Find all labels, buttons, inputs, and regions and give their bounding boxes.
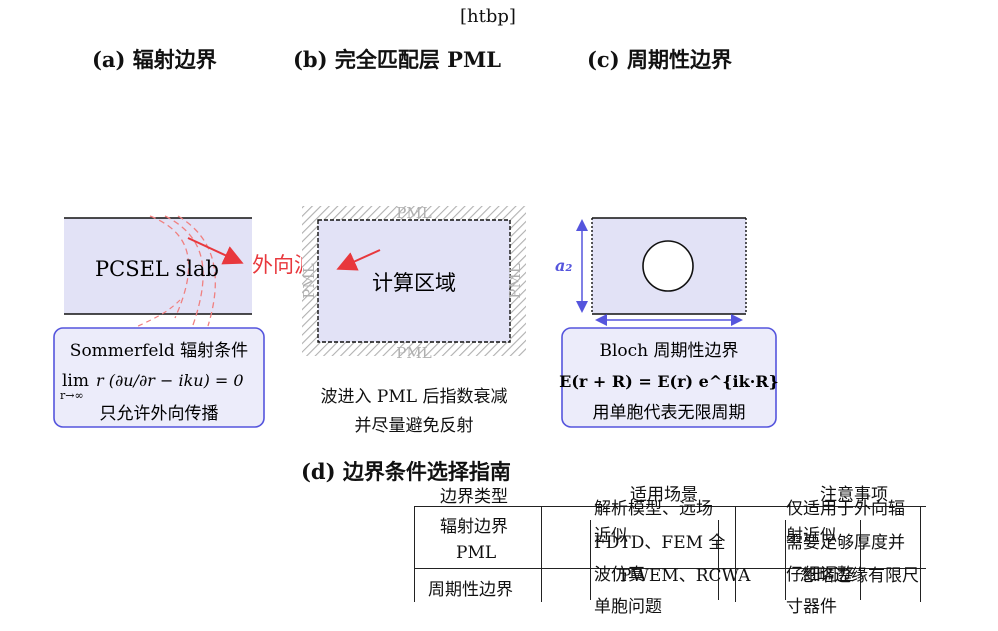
pml-label-bottom: PML <box>396 344 431 362</box>
table-cell-type: 周期性边界 <box>428 580 513 600</box>
sommerfeld-note: 只允许外向传播 <box>100 404 219 424</box>
outgoing-wave-arrow <box>187 237 244 265</box>
table-rule-col2 <box>735 506 736 602</box>
slab-region <box>64 218 252 314</box>
pml-caption-line2: 并尽量避免反射 <box>354 416 474 436</box>
table-cell-scene: 波仿真 <box>594 565 645 585</box>
table-rule-extra <box>860 520 861 600</box>
table-header: 边界类型 <box>440 487 508 507</box>
panel-a-radiation: PCSEL slab 外向波 Sommerfeld 辐射条件 lim r→∞ r… <box>53 215 315 428</box>
dashed-wave <box>149 215 190 319</box>
table-rule-right <box>920 506 921 602</box>
guide-title: (d) 边界条件选择指南 <box>301 459 511 484</box>
table-cell-scene: PWEM、RCWA <box>620 566 751 586</box>
domain-label: 计算区域 <box>372 271 456 295</box>
panel-b-title: (b) 完全匹配层 PML <box>293 47 501 72</box>
pml-caption-line1: 波进入 PML 后指数衰减 <box>320 387 508 407</box>
sommerfeld-expr: r (∂u/∂r − iku) = 0 <box>96 371 244 390</box>
sommerfeld-lim-sub: r→∞ <box>60 389 84 402</box>
bloch-note: 用单胞代表无限周期 <box>593 403 746 423</box>
dashed-wave <box>129 299 181 331</box>
panel-a-title: (a) 辐射边界 <box>92 47 217 72</box>
computation-domain <box>317 219 511 343</box>
sommerfeld-title: Sommerfeld 辐射条件 <box>70 341 248 361</box>
table-cell-type: 辐射边界 <box>440 517 508 537</box>
table-cell-note: 仅适用于外向辐 <box>786 499 905 519</box>
table-rule-extra <box>718 520 719 600</box>
pml-label-left: PML <box>300 263 318 298</box>
table-rule-extra <box>590 520 591 600</box>
table-rule-top <box>414 506 926 507</box>
table-header: 适用场景 <box>630 485 698 505</box>
incident-wave-arrow <box>336 249 381 271</box>
panel-c-periodic: a₂ Bloch 周期性边界 E(r + R) = E(r) e^{ik·R} … <box>555 217 779 428</box>
dashed-wave <box>177 215 216 327</box>
panel-c-title: (c) 周期性边界 <box>587 47 732 72</box>
period-label: a₂ <box>555 256 572 275</box>
table-cell-note: 射近似 <box>786 526 837 546</box>
air-hole <box>642 240 694 292</box>
bloch-title: Bloch 周期性边界 <box>599 341 738 361</box>
table-rule-col1 <box>541 506 542 602</box>
bloch-box <box>561 327 777 428</box>
table-cell-note: 忽略边缘有限尺 <box>800 566 919 586</box>
sommerfeld-box <box>53 327 265 428</box>
table-rule-mid <box>414 568 926 569</box>
panel-b-pml: PML PML PML PML 计算区域 <box>300 204 526 362</box>
table-cell-scene: 近似 <box>594 526 628 546</box>
table-cell-scene: 解析模型、远场 <box>594 499 713 519</box>
slab-label: PCSEL slab <box>95 257 219 281</box>
table-cell-note: 需要足够厚度并 <box>786 533 905 553</box>
table-cell-note: 寸器件 <box>786 597 837 617</box>
table-rule-left <box>414 506 415 602</box>
pml-label-top: PML <box>396 204 431 222</box>
dashed-wave <box>164 215 204 326</box>
table-rule-extra <box>785 520 786 600</box>
table-cell-type: PML <box>456 543 497 563</box>
sommerfeld-lim: lim <box>62 371 89 391</box>
pml-label-right: PML <box>506 263 524 298</box>
table-cell-note: 仔细调整 <box>786 565 854 585</box>
float-specifier: [htbp] <box>460 6 516 27</box>
bloch-equation: E(r + R) = E(r) e^{ik·R} <box>559 372 779 391</box>
table-cell-scene: 单胞问题 <box>594 597 662 617</box>
table-header: 注意事项 <box>820 485 888 505</box>
table-cell-scene: FDTD、FEM 全 <box>594 533 726 553</box>
